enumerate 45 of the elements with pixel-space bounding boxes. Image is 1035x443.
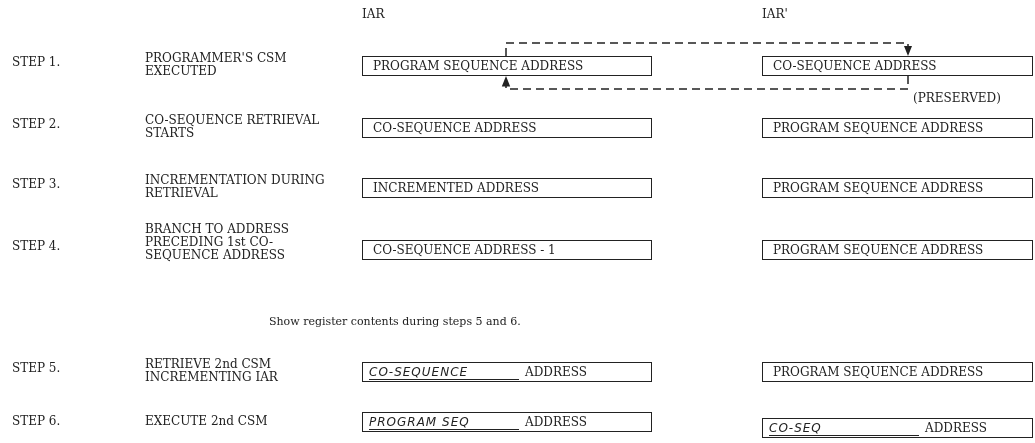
- register-box: [362, 56, 652, 76]
- step-description: RETRIEVE 2nd CSM INCREMENTING IAR: [145, 358, 279, 384]
- register-text: INCREMENTED ADDRESS: [373, 181, 539, 195]
- register-text: CO-SEQUENCE ADDRESS: [373, 121, 537, 135]
- register-box: [762, 178, 1033, 198]
- step-number: STEP 3.: [12, 178, 62, 191]
- step-number: STEP 6.: [12, 415, 62, 428]
- step-number: STEP 2.: [12, 118, 62, 131]
- register-text: ADDRESS: [525, 415, 587, 429]
- register-text: CO-SEQUENCE ADDRESS: [773, 59, 937, 73]
- register-text: PROGRAM SEQUENCE ADDRESS: [773, 243, 984, 257]
- instruction-text: Show register contents during steps 5 and 6.: [269, 315, 522, 328]
- step-description: PROGRAMMER'S CSM EXECUTED: [145, 52, 288, 78]
- register-text: PROGRAM SEQUENCE ADDRESS: [773, 121, 984, 135]
- register-box: [362, 362, 652, 382]
- handwritten-entry: PROGRAM SEQ: [369, 414, 519, 430]
- register-box: [362, 118, 652, 138]
- dashed-arrow: [505, 42, 913, 57]
- register-text: PROGRAM SEQUENCE ADDRESS: [773, 181, 984, 195]
- register-box: [762, 56, 1033, 76]
- register-text: PROGRAM SEQUENCE ADDRESS: [373, 59, 584, 73]
- column-heading: IAR: [362, 8, 386, 21]
- register-box: [362, 412, 652, 432]
- step-number: STEP 5.: [12, 362, 62, 375]
- register-box: [762, 362, 1033, 382]
- column-heading: IAR': [762, 8, 789, 21]
- register-box: [762, 418, 1033, 438]
- step-description: EXECUTE 2nd CSM: [145, 415, 269, 428]
- handwritten-entry: CO-SEQUENCE: [369, 364, 519, 380]
- step-description: BRANCH TO ADDRESS PRECEDING 1st CO-SEQUENCE ADDRESS: [145, 223, 291, 262]
- register-note: (PRESERVED): [913, 92, 1002, 105]
- step-number: STEP 4.: [12, 240, 62, 253]
- register-text: ADDRESS: [525, 365, 587, 379]
- register-text: CO-SEQUENCE ADDRESS - 1: [373, 243, 556, 257]
- register-text: PROGRAM SEQUENCE ADDRESS: [773, 365, 984, 379]
- register-box: [762, 240, 1033, 260]
- step-description: CO-SEQUENCE RETRIEVAL STARTS: [145, 114, 321, 140]
- register-box: [362, 240, 652, 260]
- dashed-arrow: [501, 75, 909, 90]
- step-description: INCREMENTATION DURING RETRIEVAL: [145, 174, 325, 200]
- register-box: [362, 178, 652, 198]
- register-text: ADDRESS: [925, 421, 987, 435]
- step-number: STEP 1.: [12, 56, 62, 69]
- register-box: [762, 118, 1033, 138]
- handwritten-entry: CO-SEQ: [769, 420, 919, 436]
